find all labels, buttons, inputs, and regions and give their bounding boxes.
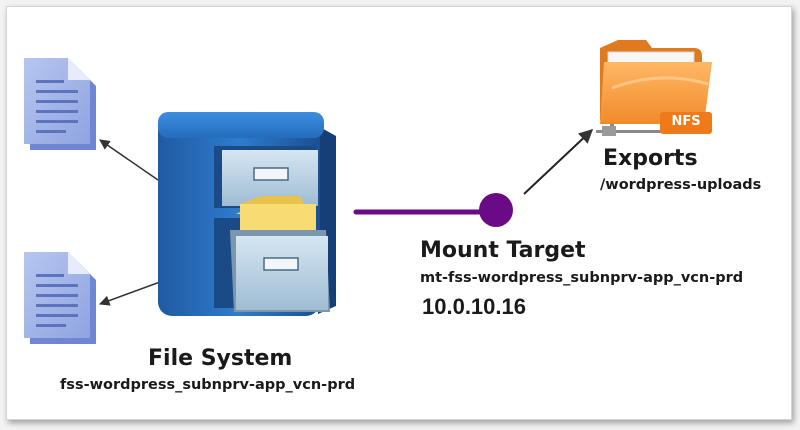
filing-cabinet-icon bbox=[158, 112, 336, 316]
exports-title: Exports bbox=[603, 146, 698, 171]
mount-target-ip: 10.0.10.16 bbox=[422, 294, 526, 319]
mount-target-node[interactable] bbox=[479, 193, 513, 227]
nfs-badge: NFS bbox=[671, 114, 701, 129]
file-system-name: fss-wordpress_subnprv-app_vcn-prd bbox=[60, 377, 356, 393]
mount-target-title: Mount Target bbox=[420, 238, 586, 263]
arrow-to-document-top bbox=[99, 139, 159, 181]
arrow-to-exports bbox=[523, 129, 594, 195]
nfs-folder-icon bbox=[596, 40, 712, 136]
document-icon bbox=[24, 252, 96, 344]
document-icon bbox=[24, 58, 96, 150]
arrow-to-document-bottom bbox=[99, 281, 161, 306]
exports-path: /wordpress-uploads bbox=[600, 177, 762, 193]
file-system-title: File System bbox=[148, 346, 293, 371]
mount-target-name: mt-fss-wordpress_subnprv-app_vcn-prd bbox=[420, 270, 744, 286]
